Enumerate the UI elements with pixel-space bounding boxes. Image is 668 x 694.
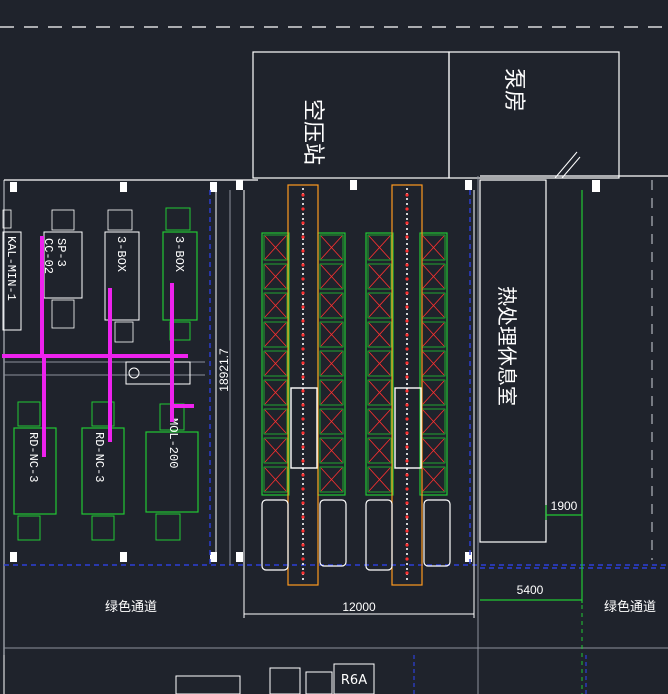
storage-racks	[261, 184, 451, 586]
r6a-label: R6A	[341, 673, 367, 688]
crane-aisle-2	[391, 184, 423, 586]
dim-offset-label: 1900	[551, 499, 578, 513]
zone-lines	[4, 190, 668, 569]
svg-text:CC-02: CC-02	[41, 238, 55, 274]
r6a-unit	[333, 663, 375, 694]
stacker-crane-2	[394, 387, 422, 469]
heat-treatment-lounge-label: 热处理休息室	[495, 286, 519, 406]
rack-cells	[263, 234, 446, 493]
air-compressor-label: 空压站	[300, 99, 325, 165]
box-unit-b	[162, 231, 198, 321]
cart	[125, 361, 191, 385]
pump-room-door-2	[561, 156, 581, 179]
pump-room-door	[554, 151, 578, 179]
rd-nc-1-label: RD-NC-3	[26, 432, 40, 482]
column-markers	[10, 180, 600, 562]
left-corridor-label: 绿色通道	[105, 599, 157, 615]
dim-corridor-label: 5400	[517, 583, 544, 597]
mol-label: MOL-200	[166, 418, 180, 468]
crane-aisle-1	[287, 184, 319, 586]
sp-cc-label: SP-3	[54, 238, 68, 267]
rd-nc-unit-2	[81, 427, 125, 515]
rd-nc-2-label: RD-NC-3	[92, 432, 106, 482]
box-unit-a-label: 3-BOX	[114, 236, 128, 272]
air-compressor-room	[252, 51, 450, 179]
power-bus	[2, 236, 194, 457]
stacker-crane-1	[290, 387, 318, 469]
bottom-row: R6A	[3, 655, 587, 694]
heat-treatment-lounge-room	[479, 179, 547, 543]
right-corridor-label: 绿色通道	[604, 599, 656, 615]
kal-min-label: KAL-MIN-1	[4, 236, 18, 301]
bay-width-dimension	[243, 190, 475, 618]
dim-vertical-label: 18921.7	[217, 348, 231, 392]
box-unit-a	[104, 231, 140, 321]
kal-min-unit	[2, 231, 22, 331]
pump-room-label: 泵房	[501, 68, 526, 112]
rd-nc-unit-1	[13, 427, 57, 515]
corridor-dimension	[480, 190, 583, 603]
loading-trucks	[261, 499, 451, 571]
mol-unit	[145, 431, 199, 513]
box-unit-b-label: 3-BOX	[172, 236, 186, 272]
left-machines: KAL-MIN-1 SP-3 CC-02 3-BOX 3-BOX RD-NC-3…	[2, 207, 199, 541]
pump-room	[448, 51, 620, 179]
dim-bay-width-label: 12000	[342, 600, 376, 614]
